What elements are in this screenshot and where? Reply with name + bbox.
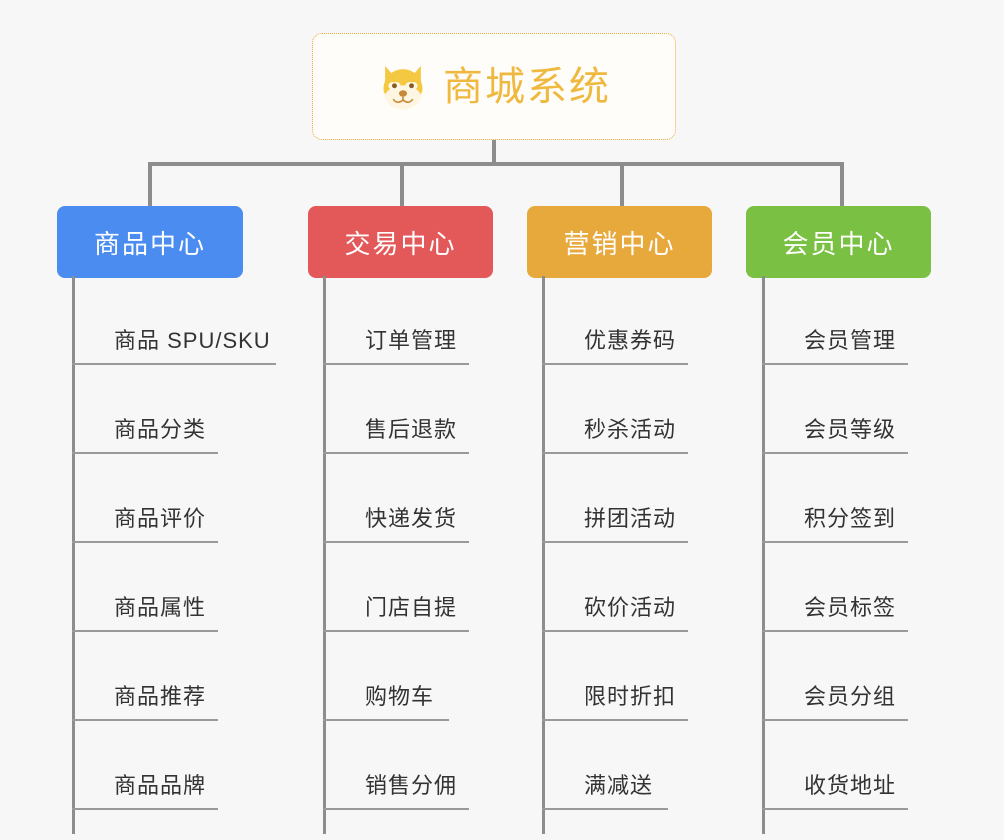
leaf-underline	[542, 808, 668, 810]
leaf-label: 拼团活动	[584, 506, 677, 531]
leaf-label: 售后退款	[365, 417, 458, 442]
shiba-dog-emoji	[377, 61, 429, 113]
leaf-label: 商品品牌	[114, 773, 207, 798]
connector-drop-col-3	[620, 162, 624, 206]
leaf-label: 限时折扣	[584, 684, 677, 709]
leaf-underline	[542, 719, 688, 721]
leaf-underline	[323, 808, 469, 810]
leaf-label: 商品 SPU/SKU	[114, 328, 271, 353]
leaf-label: 会员管理	[804, 328, 897, 353]
leaf-label: 会员分组	[804, 684, 897, 709]
leaf-underline	[323, 630, 469, 632]
column-header-label: 会员中心	[782, 228, 895, 259]
connector-drop-col-4	[840, 162, 844, 206]
connector-horizontal-bus	[150, 162, 844, 166]
leaf-label: 快递发货	[365, 506, 458, 531]
leaf-label: 满减送	[584, 773, 654, 798]
leaf-underline	[323, 363, 469, 365]
leaf-label: 会员等级	[804, 417, 897, 442]
connector-drop-col-2	[400, 162, 404, 206]
column-header-label: 商品中心	[93, 228, 206, 259]
leaf-label: 商品评价	[114, 506, 207, 531]
leaf-underline	[323, 719, 449, 721]
leaf-underline	[762, 808, 908, 810]
leaf-underline	[72, 452, 218, 454]
leaf-label: 会员标签	[804, 595, 897, 620]
leaf-label: 砍价活动	[584, 595, 677, 620]
leaf-underline	[323, 541, 469, 543]
leaf-underline	[72, 630, 218, 632]
column-spine	[762, 276, 765, 834]
leaf-label: 收货地址	[804, 773, 897, 798]
leaf-label: 订单管理	[365, 328, 458, 353]
column-header-交易中心[interactable]: 交易中心	[308, 206, 493, 278]
leaf-underline	[72, 719, 218, 721]
leaf-label: 积分签到	[804, 506, 897, 531]
column-spine	[542, 276, 545, 834]
column-header-会员中心[interactable]: 会员中心	[746, 206, 931, 278]
leaf-label: 购物车	[365, 684, 435, 709]
connector-drop-col-1	[148, 162, 152, 206]
column-header-label: 交易中心	[344, 228, 457, 259]
leaf-underline	[323, 452, 469, 454]
root-node[interactable]: 商城系统	[312, 33, 676, 140]
leaf-underline	[72, 363, 276, 365]
leaf-underline	[762, 719, 908, 721]
column-spine	[323, 276, 326, 834]
leaf-underline	[762, 452, 908, 454]
leaf-label: 商品推荐	[114, 684, 207, 709]
leaf-underline	[542, 452, 688, 454]
leaf-underline	[72, 541, 218, 543]
leaf-underline	[542, 630, 688, 632]
leaf-underline	[542, 363, 688, 365]
leaf-underline	[72, 808, 218, 810]
leaf-label: 优惠券码	[584, 328, 677, 353]
leaf-underline	[762, 630, 908, 632]
root-title: 商城系统	[443, 64, 611, 109]
column-spine	[72, 276, 75, 834]
column-header-商品中心[interactable]: 商品中心	[57, 206, 243, 278]
leaf-underline	[762, 541, 908, 543]
leaf-label: 秒杀活动	[584, 417, 677, 442]
leaf-label: 门店自提	[365, 595, 458, 620]
column-header-label: 营销中心	[563, 228, 676, 259]
column-header-营销中心[interactable]: 营销中心	[527, 206, 712, 278]
connector-root-drop	[492, 140, 496, 164]
leaf-label: 商品属性	[114, 595, 207, 620]
leaf-label: 商品分类	[114, 417, 207, 442]
leaf-underline	[542, 541, 688, 543]
leaf-label: 销售分佣	[365, 773, 458, 798]
leaf-underline	[762, 363, 908, 365]
